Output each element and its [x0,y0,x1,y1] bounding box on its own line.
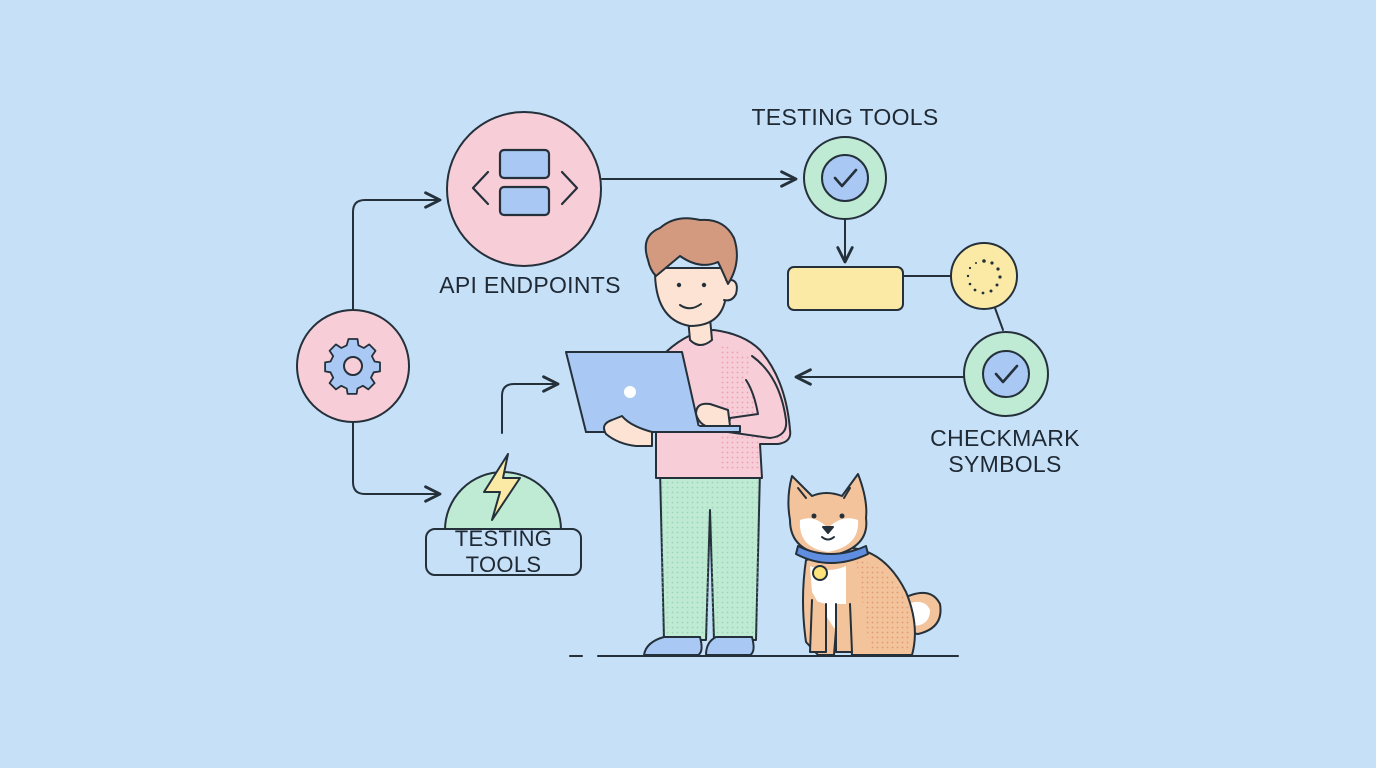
api-endpoints-node [446,111,602,267]
loading-node [950,242,1018,310]
checkmark-symbols-node [963,331,1049,417]
settings-node [296,309,410,423]
testing-tools-top-label: TESTING TOOLS [751,104,939,130]
testing-tools-box-label: TESTING TOOLS [425,526,582,577]
code-brackets-icon [471,148,579,217]
testing-tools-check-node [803,136,887,220]
lightning-bolt-icon [483,453,521,521]
checkmark-symbols-label: CHECKMARK SYMBOLS [930,425,1080,477]
connector-settings-to-api [352,191,442,311]
connector-loading-to-check [994,307,1004,331]
connector-testing-to-laptop [501,375,560,434]
connector-settings-to-testing [352,421,442,503]
shiba-dog-illustration [787,473,942,656]
checkmark-icon [833,168,858,188]
testing-tools-node [444,453,562,531]
api-endpoints-label: API ENDPOINTS [439,272,621,298]
person-illustration [565,217,792,656]
checkmark-icon [994,364,1019,384]
progress-bar-block [787,266,904,311]
loading-dots-icon [966,259,1002,295]
gear-icon [324,338,381,395]
